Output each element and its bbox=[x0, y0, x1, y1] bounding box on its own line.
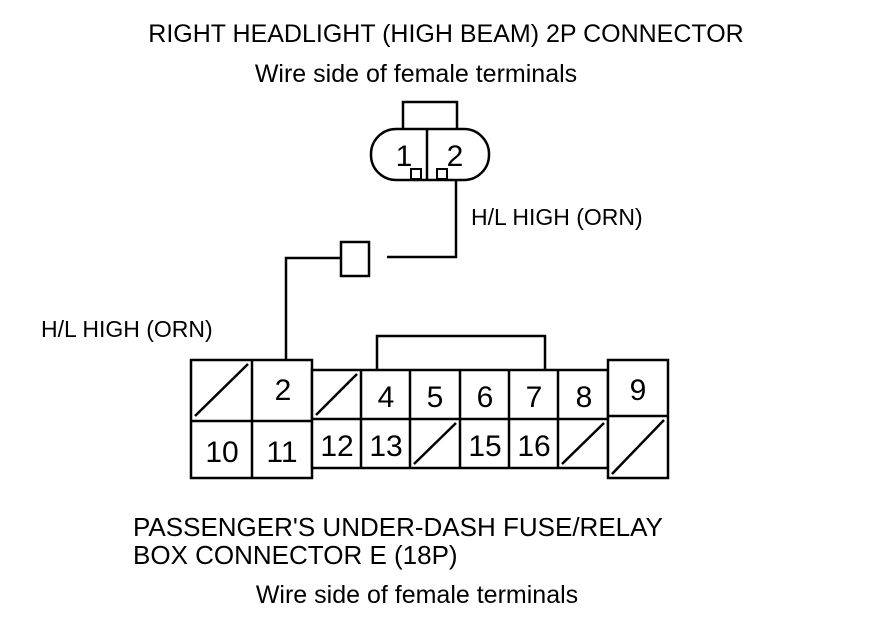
cavity-15-label: 15 bbox=[468, 430, 501, 463]
cavity-6-label: 6 bbox=[477, 381, 494, 414]
headlight-2p-connector: 1 2 bbox=[369, 100, 491, 182]
terminal-2-contact bbox=[436, 168, 448, 180]
bottom-connector-title-line1: PASSENGER'S UNDER-DASH FUSE/RELAY bbox=[133, 512, 663, 542]
cavity-10-label: 10 bbox=[205, 436, 238, 469]
connector-e-lock-tab bbox=[375, 334, 547, 373]
top-connector-subtitle: Wire side of female terminals bbox=[255, 60, 577, 88]
cavity-11-label: 11 bbox=[266, 436, 297, 469]
empty-cavity-17 bbox=[561, 422, 605, 465]
wire-harness bbox=[284, 179, 458, 366]
terminal-1-contact bbox=[410, 168, 422, 180]
cavity-9-label: 9 bbox=[630, 374, 647, 407]
empty-cavity-1 bbox=[194, 363, 249, 417]
lower-wire bbox=[284, 256, 341, 366]
cavity-13-label: 13 bbox=[369, 430, 402, 463]
fuse-relay-18p-connector: 2 4 5 6 7 8 9 10 11 12 13 15 16 bbox=[189, 334, 670, 480]
cavity-12-label: 12 bbox=[320, 430, 353, 463]
connector-lock-tab bbox=[401, 100, 459, 134]
wire-junction-connector bbox=[339, 240, 371, 278]
cavity-16-label: 16 bbox=[517, 430, 550, 463]
bottom-connector-subtitle: Wire side of female terminals bbox=[256, 581, 578, 609]
empty-cavity-3 bbox=[315, 373, 358, 416]
upper-wire-label: H/L HIGH (ORN) bbox=[471, 204, 643, 230]
cavity-2-label: 2 bbox=[275, 374, 292, 407]
empty-cavity-18 bbox=[611, 419, 665, 475]
top-connector-title: RIGHT HEADLIGHT (HIGH BEAM) 2P CONNECTOR bbox=[148, 20, 743, 48]
cavity-8-label: 8 bbox=[576, 381, 593, 414]
cavity-4-label: 4 bbox=[378, 381, 395, 414]
connector-body bbox=[369, 127, 491, 182]
lower-wire-label: H/L HIGH (ORN) bbox=[41, 316, 213, 342]
cavity-7-label: 7 bbox=[526, 381, 543, 414]
cavity-5-label: 5 bbox=[427, 381, 444, 414]
empty-cavity-14 bbox=[413, 422, 457, 465]
terminal-1-label: 1 bbox=[396, 140, 413, 173]
terminal-2-label: 2 bbox=[447, 140, 464, 173]
upper-wire bbox=[387, 179, 458, 259]
bottom-connector-title-line2: BOX CONNECTOR E (18P) bbox=[133, 540, 458, 570]
